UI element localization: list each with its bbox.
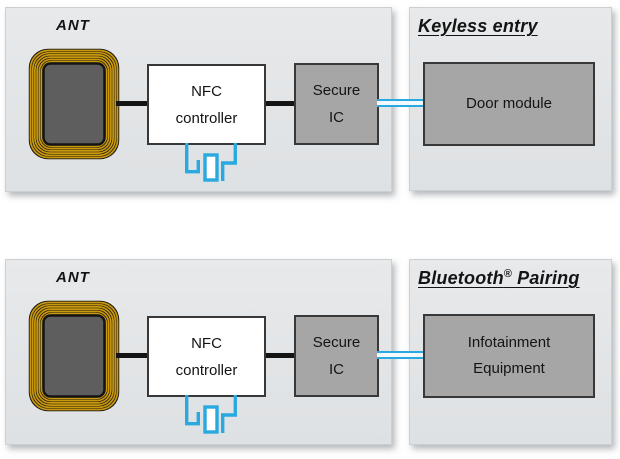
secure-ic-box: Secure IC [294, 315, 379, 397]
nfc-system-panel-keyless: ANT NFC controller Secure IC [5, 7, 392, 192]
nfc-controller-label-line1: NFC [191, 334, 222, 352]
secure-ic-label-line2: IC [329, 361, 344, 378]
nfc-controller-box: NFC controller [147, 64, 266, 145]
secure-ic-label-line2: IC [329, 109, 344, 126]
application-panel-bluetooth: Bluetooth® Pairing Infotainment Equipmen… [409, 259, 612, 445]
nfc-controller-box: NFC controller [147, 316, 266, 397]
heading-text: Keyless entry [418, 16, 538, 36]
crystal-oscillator-icon [185, 143, 237, 182]
antenna-label: ANT [56, 17, 90, 34]
heading-text: Bluetooth [418, 268, 504, 288]
infotainment-label-line2: Equipment [473, 360, 545, 377]
heading-rest: Pairing [511, 268, 580, 288]
antenna-coil-icon [28, 300, 120, 412]
door-module-box: Door module [423, 62, 595, 146]
antenna-core [42, 314, 106, 398]
application-heading-bluetooth: Bluetooth® Pairing [418, 268, 580, 289]
wire-antenna-to-nfc [116, 101, 152, 106]
secure-ic-box: Secure IC [294, 63, 379, 145]
application-heading-keyless: Keyless entry [418, 16, 538, 37]
secure-ic-to-door-module-link [377, 99, 423, 107]
wire-nfc-to-secure-ic [262, 353, 299, 358]
nfc-controller-label-line2: controller [175, 109, 238, 127]
antenna-label: ANT [56, 269, 90, 286]
antenna-coil-icon [28, 48, 120, 160]
secure-ic-label-line1: Secure [312, 82, 361, 99]
door-module-label-line1: Door module [466, 95, 552, 112]
wire-nfc-to-secure-ic [262, 101, 299, 106]
nfc-system-panel-bluetooth: ANT NFC controller Secure IC [5, 259, 392, 445]
nfc-controller-label-line2: controller [175, 361, 238, 379]
antenna-core [42, 62, 106, 146]
registered-mark: ® [503, 268, 512, 280]
infotainment-equipment-box: Infotainment Equipment [423, 314, 595, 398]
infotainment-label-line1: Infotainment [467, 334, 551, 351]
wire-antenna-to-nfc [116, 353, 152, 358]
application-panel-keyless: Keyless entry Door module [409, 7, 612, 191]
secure-ic-to-infotainment-link [377, 351, 423, 359]
secure-ic-label-line1: Secure [312, 334, 361, 351]
crystal-oscillator-icon [185, 395, 237, 434]
nfc-controller-label-line1: NFC [191, 82, 222, 100]
